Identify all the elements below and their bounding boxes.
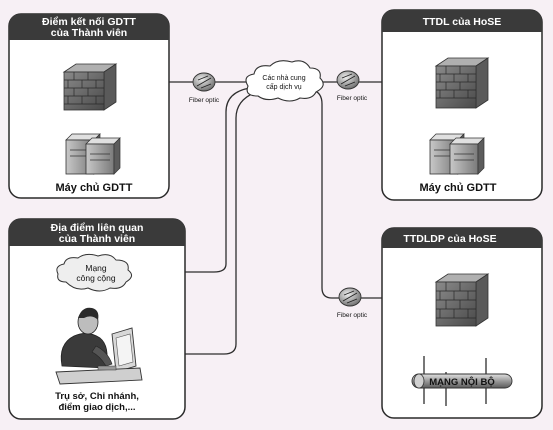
member-sites-box: Địa điểm liên quan của Thành viên Mạng c… xyxy=(8,218,186,420)
ttdl-server-label: Máy chủ GDTT xyxy=(419,182,496,194)
public-network-label-line1: Mạng xyxy=(85,263,107,273)
member-sites-title-line1: Địa điểm liên quan xyxy=(51,222,144,234)
firewall-icon xyxy=(434,57,490,109)
member-gateway-server-label: Máy chủ GDTT xyxy=(55,182,132,194)
member-sites-title-tab xyxy=(9,219,185,246)
cloud-label-line2: cấp dịch vụ xyxy=(266,82,302,91)
link-cloud-to-public-net xyxy=(138,87,251,273)
firewall-icon xyxy=(62,63,118,111)
public-network-cloud-icon xyxy=(56,253,132,292)
server-icon xyxy=(65,133,121,175)
member-gateway-title-tab xyxy=(9,14,169,40)
ttdldp-title-tab xyxy=(382,228,542,248)
cloud-icon xyxy=(245,60,324,102)
server-icon xyxy=(429,133,485,175)
cloud-label-line1: Các nhà cung xyxy=(262,75,305,82)
member-gateway-title-line1: Điểm kết nối GDTT xyxy=(42,16,137,28)
sites-label-line1: Trụ sở, Chi nhánh, xyxy=(55,391,139,402)
ttdl-title: TTDL của HoSE xyxy=(423,16,502,28)
ttdldp-box: TTDLDP của HoSE MẠNG NỘI BỘ xyxy=(381,227,543,419)
fiber-label-left: Fiber optic xyxy=(189,97,220,104)
member-gateway-title-line2: của Thành viên xyxy=(51,27,127,39)
ttdl-box: TTDL của HoSE M xyxy=(381,9,543,201)
member-gateway-box: Điểm kết nối GDTT của Thành viên xyxy=(8,13,170,199)
router-icon xyxy=(192,72,216,92)
lan-label: MẠNG NỘI BỘ xyxy=(429,376,494,388)
ttdldp-title: TTDLDP của HoSE xyxy=(403,233,496,245)
link-cloud-to-sites xyxy=(140,91,257,355)
ttdl-title-tab xyxy=(382,10,542,32)
sites-label-line2: điểm giao dịch,... xyxy=(58,402,135,413)
office-worker-icon xyxy=(55,307,143,385)
router-icon xyxy=(338,287,362,307)
member-sites-title-line2: của Thành viên xyxy=(59,233,135,245)
fiber-label-lower: Fiber optic xyxy=(337,312,368,319)
lan-bus-icon xyxy=(411,356,513,406)
public-network-label-line2: công cộng xyxy=(76,273,115,283)
firewall-icon xyxy=(434,273,490,327)
fiber-label-right: Fiber optic xyxy=(337,95,368,102)
router-icon xyxy=(336,70,360,90)
link-cloud-to-ttdldp xyxy=(311,89,432,299)
service-provider-cloud: Các nhà cung cấp dịch vụ xyxy=(245,60,324,102)
